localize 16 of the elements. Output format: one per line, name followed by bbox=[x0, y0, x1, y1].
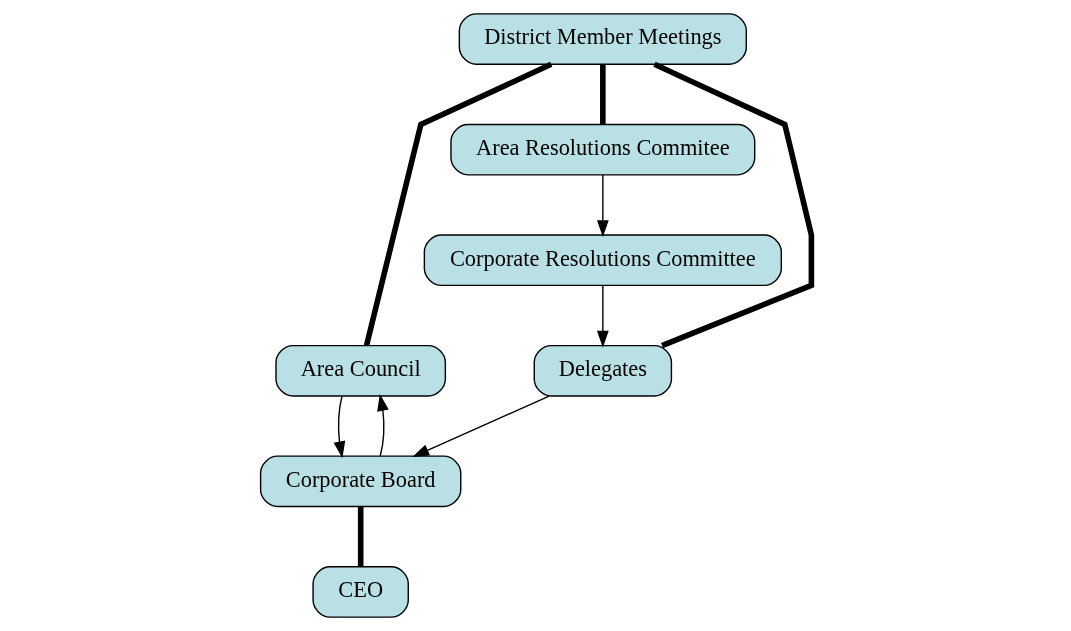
arrow bbox=[596, 174, 609, 238]
connector bbox=[363, 61, 552, 347]
arrow bbox=[333, 395, 345, 459]
node-box: Area Council bbox=[274, 344, 446, 397]
node-box: Corporate Board bbox=[259, 455, 461, 508]
arrow bbox=[411, 395, 550, 457]
node-box: Area Resolutions Commitee bbox=[449, 123, 755, 176]
node-box: Delegates bbox=[533, 344, 672, 397]
connector bbox=[599, 64, 606, 125]
node-box: Corporate Resolutions Committee bbox=[423, 234, 782, 287]
arrow bbox=[376, 394, 389, 457]
connector bbox=[652, 61, 814, 349]
arrow bbox=[596, 284, 609, 348]
connector bbox=[357, 506, 363, 567]
node-box: District Member Meetings bbox=[458, 13, 747, 65]
node-box: CEO bbox=[311, 566, 409, 618]
